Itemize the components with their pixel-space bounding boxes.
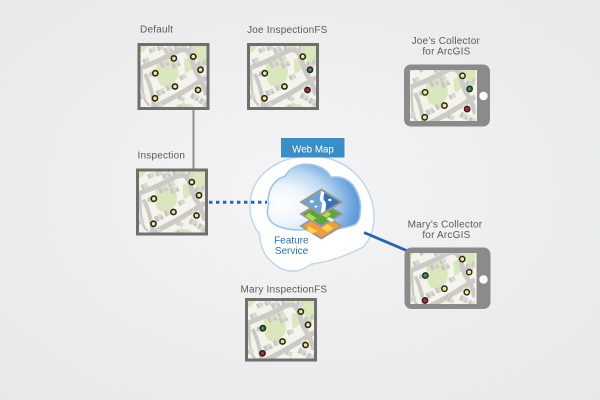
svg-text:for ArcGIS: for ArcGIS: [422, 47, 470, 58]
svg-text:Joe’s Collector: Joe’s Collector: [412, 36, 481, 47]
svg-text:Web Map: Web Map: [292, 144, 334, 155]
svg-text:Service: Service: [275, 246, 309, 257]
svg-text:for ArcGIS: for ArcGIS: [422, 230, 470, 241]
svg-text:Joe InspectionFS: Joe InspectionFS: [247, 25, 328, 36]
svg-text:Mary’s Collector: Mary’s Collector: [408, 220, 483, 231]
svg-text:Feature: Feature: [274, 236, 309, 247]
svg-text:Mary InspectionFS: Mary InspectionFS: [241, 285, 328, 296]
svg-text:Default: Default: [140, 25, 173, 36]
svg-text:Inspection: Inspection: [138, 151, 186, 162]
